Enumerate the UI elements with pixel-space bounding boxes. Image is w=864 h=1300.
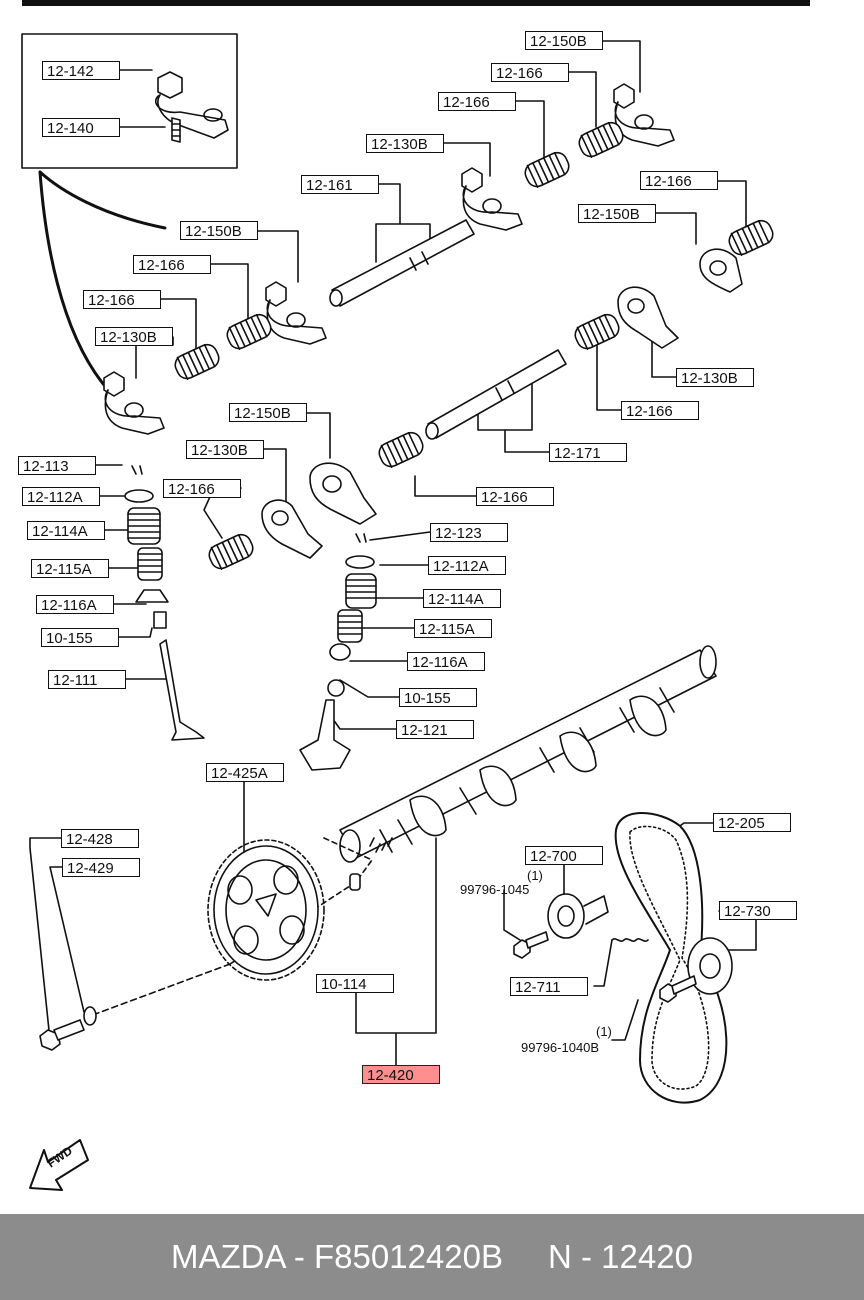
part-label-12-112A-b: 12-112A [428,556,506,575]
footer-bar: MAZDA - F85012420B N - 12420 [0,1214,864,1300]
note-99796-1045: 99796-1045 [460,882,530,897]
part-label-12-166-d: 12-166 [133,255,211,274]
left-valve-assembly [124,465,205,741]
part-label-12-700: 12-700 [525,846,603,865]
timing-belt [614,812,728,1104]
part-label-12-428: 12-428 [61,829,139,848]
inset-leader [38,170,167,387]
part-label-12-115A-b: 12-115A [414,619,492,638]
part-label-12-116A-a: 12-116A [36,595,114,614]
part-label-12-116A-b: 12-116A [407,652,485,671]
part-label-12-166-g: 12-166 [163,479,241,498]
part-label-12-730: 12-730 [719,901,797,920]
part-label-12-166-f: 12-166 [621,401,699,420]
note-qty-1-a: (1) [527,868,543,883]
part-label-12-150B-d: 12-150B [229,403,307,422]
idler-pulley [659,937,733,1003]
footer-part-number: MAZDA - F85012420B [171,1238,503,1275]
top-border [22,0,810,6]
part-label-10-155-b: 10-155 [399,688,477,707]
rocker-springs [174,121,774,571]
camshaft-sprocket [89,839,325,1017]
rocker-arms [103,83,743,559]
part-label-12-130B-d: 12-130B [186,440,264,459]
part-label-12-150B-a: 12-150B [525,31,603,50]
part-label-12-130B-c: 12-130B [676,368,754,387]
note-99796-1040B: 99796-1040B [521,1040,600,1055]
part-label-12-111: 12-111 [48,670,126,689]
inset-rocker-arm [155,71,229,143]
note-qty-1-b: (1) [596,1024,612,1039]
right-valve-assembly [299,533,377,771]
part-label-12-113: 12-113 [18,456,96,475]
part-label-12-711: 12-711 [510,977,588,996]
part-label-12-161: 12-161 [301,175,379,194]
rocker-shaft-lower [425,349,567,440]
part-label-12-114A-b: 12-114A [423,589,501,608]
part-label-10-155-a: 10-155 [41,628,119,647]
part-label-12-420: 12-420 [362,1065,440,1084]
part-label-12-150B-c: 12-150B [180,221,258,240]
part-label-12-114A-a: 12-114A [27,521,105,540]
part-label-12-429: 12-429 [62,858,140,877]
camshaft [339,645,717,863]
part-label-12-166-c: 12-166 [640,171,718,190]
belt-tensioner [513,893,649,959]
part-label-12-205: 12-205 [713,813,791,832]
part-label-12-115A-a: 12-115A [31,559,109,578]
part-label-12-140: 12-140 [42,118,120,137]
sprocket-bolt [39,1006,97,1051]
part-label-10-114: 10-114 [316,974,394,993]
part-label-12-142: 12-142 [42,61,120,80]
part-label-12-171: 12-171 [549,443,627,462]
exploded-parts-diagram [21,0,810,1191]
rocker-shaft-upper [329,219,475,307]
part-label-12-130B-a: 12-130B [366,134,444,153]
footer-ref-number: N - 12420 [548,1238,693,1275]
part-label-12-150B-b: 12-150B [578,204,656,223]
part-label-12-166-a: 12-166 [491,63,569,82]
part-label-12-166-e: 12-166 [83,290,161,309]
part-label-12-425A: 12-425A [206,763,284,782]
inset-box [21,33,238,169]
part-label-12-130B-b: 12-130B [95,327,173,346]
part-label-12-112A-a: 12-112A [22,487,100,506]
part-label-12-166-b: 12-166 [438,92,516,111]
part-label-12-121: 12-121 [396,720,474,739]
fwd-arrow [29,1139,89,1191]
part-label-12-166-h: 12-166 [476,487,554,506]
part-label-12-123: 12-123 [430,523,508,542]
